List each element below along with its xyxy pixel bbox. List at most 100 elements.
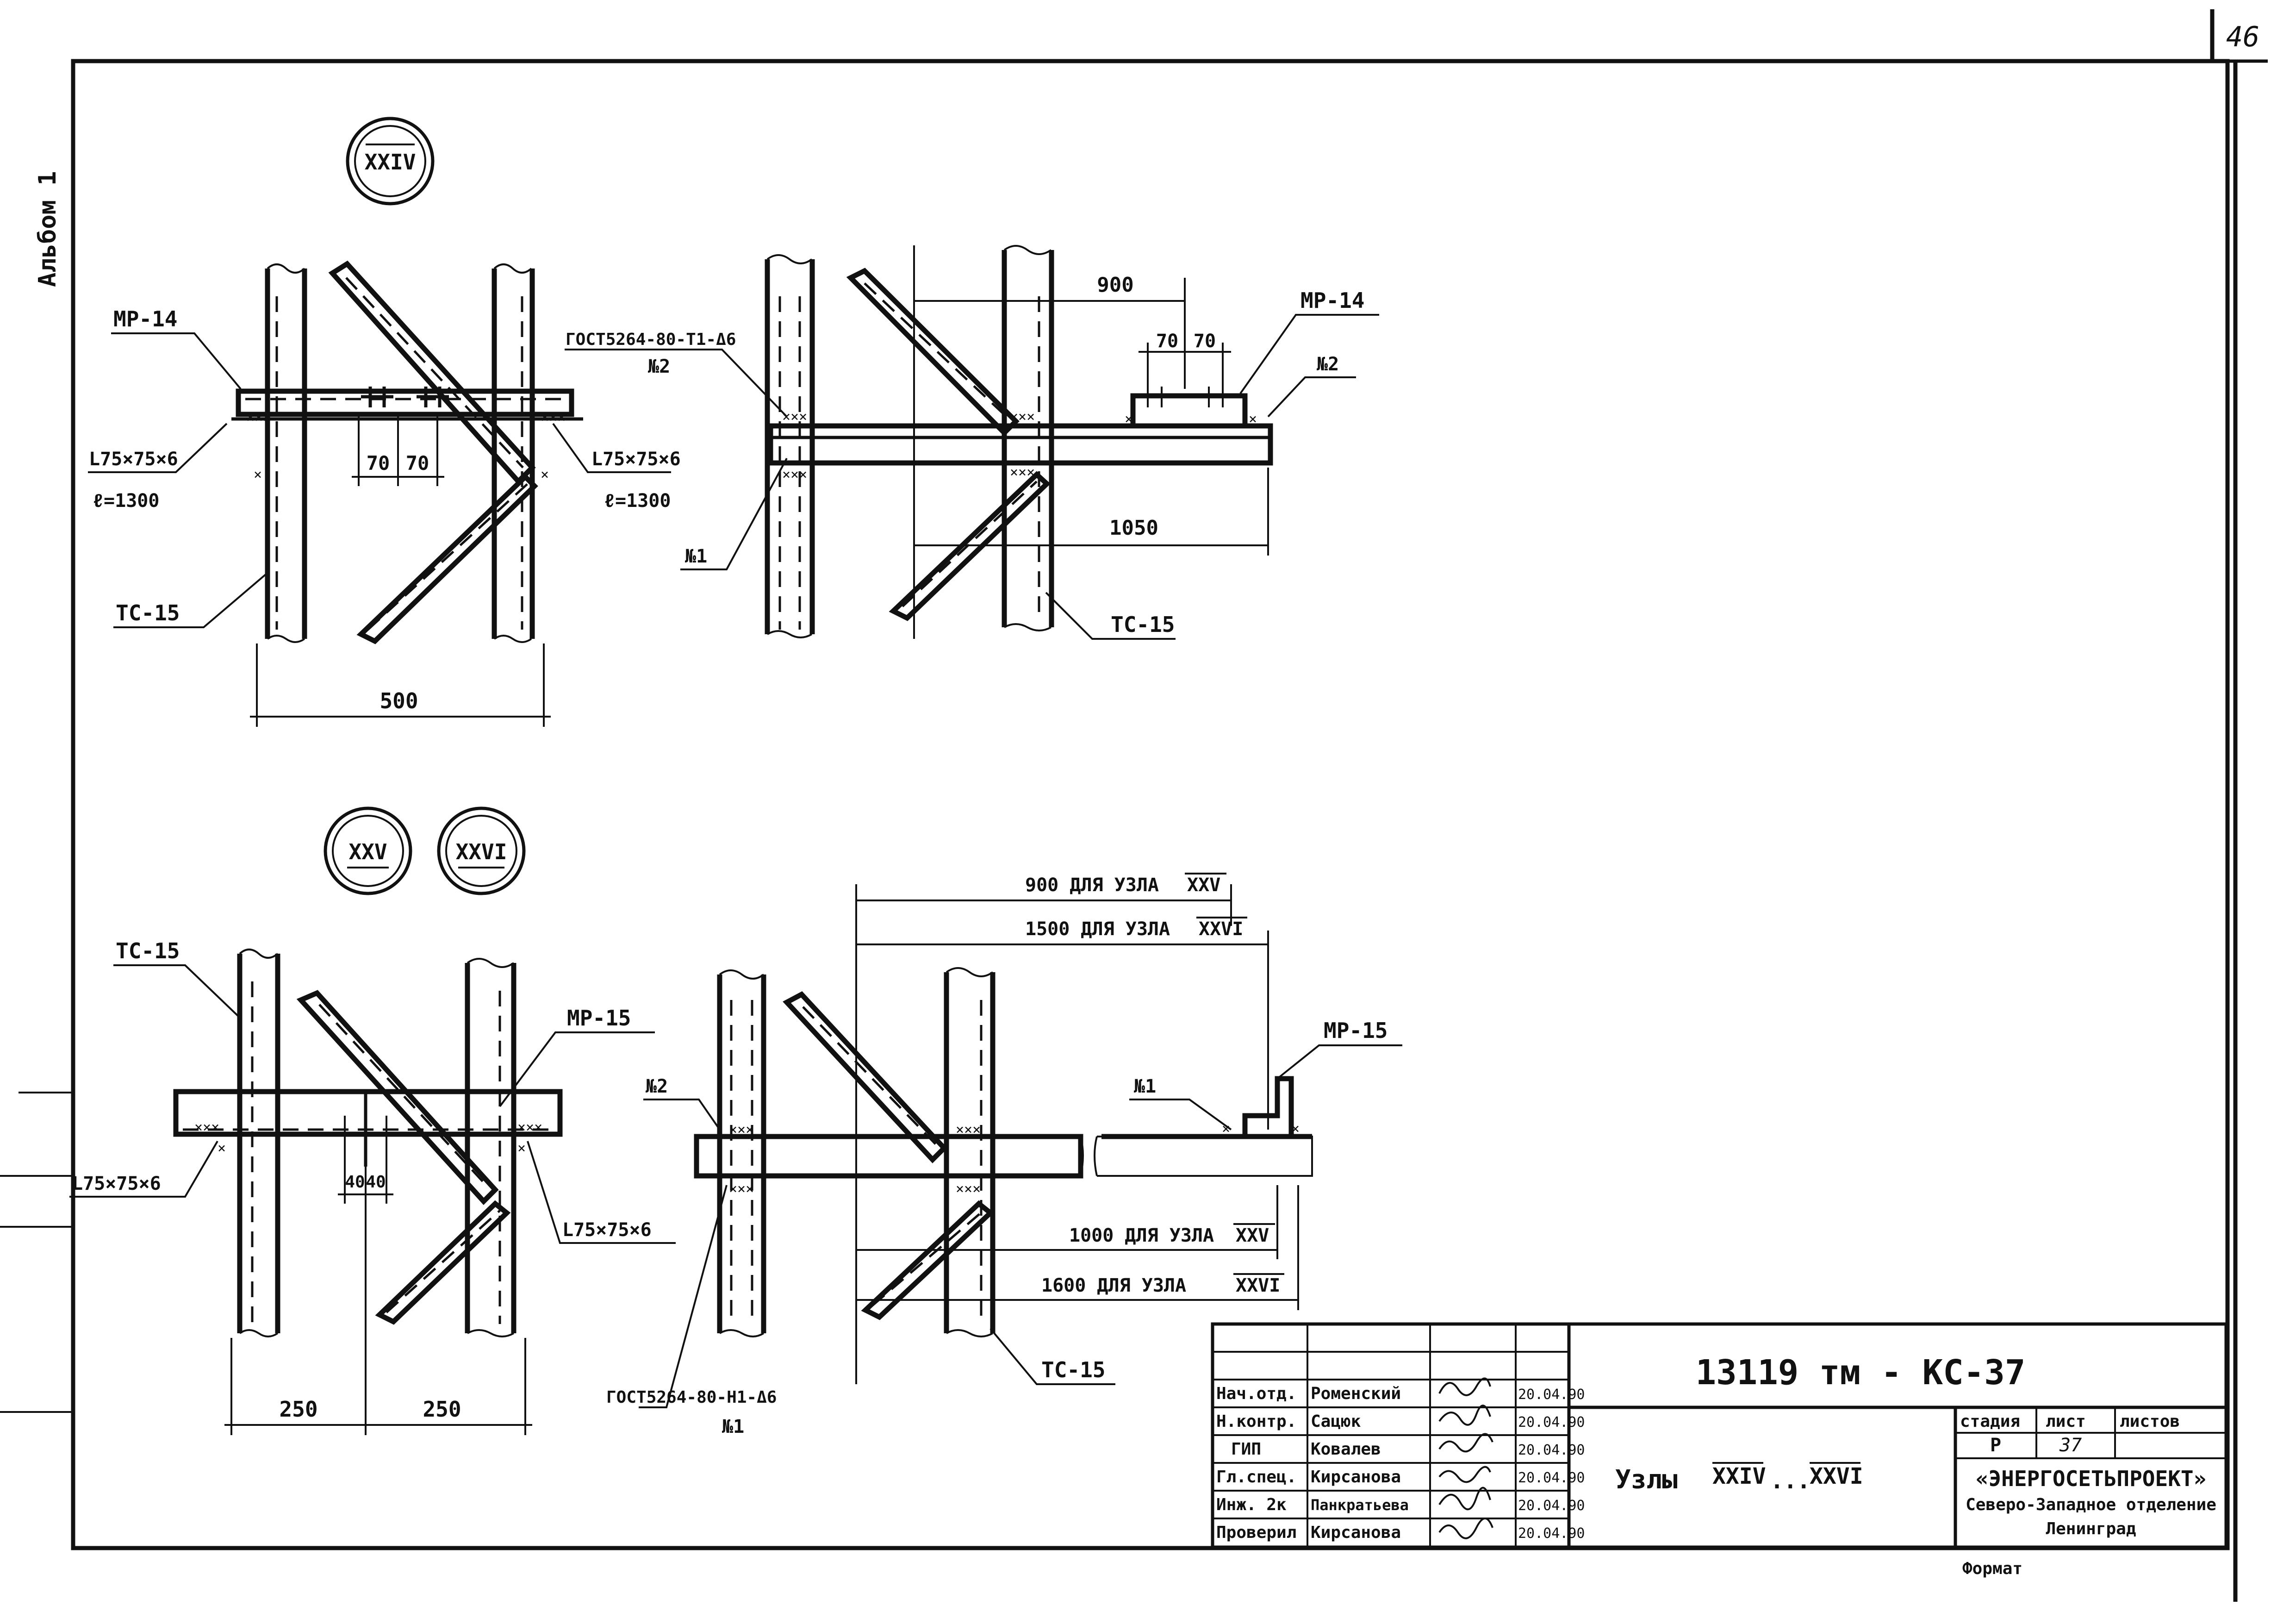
stage-value: Р: [1990, 1435, 2001, 1456]
svg-text:×: ×: [218, 1140, 226, 1156]
dim-70-c: 70: [1156, 331, 1178, 352]
org-name: «ЭНЕРГОСЕТЬПРОЕКТ»: [1976, 1466, 2207, 1491]
dim-40-b: 40: [366, 1173, 386, 1192]
tb-role-3: Гл.спец.: [1216, 1468, 1296, 1487]
dim-1000-node: XXV: [1236, 1225, 1269, 1246]
svg-text:×: ×: [517, 1140, 526, 1156]
title-to: XXVI: [1810, 1463, 1863, 1489]
tb-name-3: Кирсанова: [1311, 1468, 1401, 1487]
label-gost-top: ГОСТ5264-80-Т1-Δ6: [566, 330, 736, 349]
label-angle-bottom-left: L75×75×6: [72, 1173, 161, 1194]
label-tc15-right: ТС-15: [1111, 612, 1175, 637]
dim-1500-xxvi: 1500 ДЛЯ УЗЛА: [1025, 918, 1170, 940]
tb-role-1: Н.контр.: [1216, 1412, 1296, 1431]
tb-date-1: 20.04.90: [1518, 1414, 1585, 1430]
node-marker-xxiv: XXIV: [346, 117, 435, 206]
tb-name-0: Роменский: [1311, 1384, 1401, 1403]
node-marker-xxv: XXV: [324, 806, 412, 895]
label-n1-top: №1: [685, 546, 707, 567]
tb-date-3: 20.04.90: [1518, 1470, 1585, 1486]
label-mp15-right: МР-15: [1324, 1018, 1388, 1043]
label-angle-bottom-right: L75×75×6: [562, 1219, 652, 1241]
svg-text:×××: ×××: [1010, 409, 1035, 425]
tb-role-4: Инж. 2к: [1216, 1495, 1287, 1514]
title-sep: ...: [1770, 1468, 1811, 1494]
label-n2-top: №2: [648, 356, 670, 377]
svg-text:×××: ×××: [1010, 464, 1035, 481]
label-angle-left: L75×75×6: [89, 449, 178, 470]
dim-500: 500: [380, 688, 418, 713]
svg-text:×××: ×××: [956, 1122, 981, 1138]
label-n1-far: №1: [1134, 1076, 1156, 1097]
dim-250-b: 250: [423, 1397, 461, 1422]
svg-text:×: ×: [541, 467, 549, 483]
title-prefix: Узлы: [1615, 1465, 1678, 1495]
tb-name-1: Сацюк: [1311, 1412, 1361, 1431]
title-block-rows: Нач.отд. Роменский 20.04.90 Н.контр. Сац…: [1216, 1377, 1585, 1542]
org-city: Ленинград: [2046, 1519, 2136, 1538]
title-block: [1211, 1322, 2228, 1549]
tb-date-0: 20.04.90: [1518, 1387, 1585, 1403]
svg-text:×××: ×××: [729, 1122, 754, 1138]
label-tc15-left: ТС-15: [116, 600, 180, 625]
doc-code: 13119 тм - КС-37: [1696, 1353, 2026, 1393]
drawing-title: Узлы XXIV ... XXVI: [1615, 1462, 1863, 1495]
node-label-xxvi: XXVI: [456, 839, 507, 864]
label-len-right: ℓ=1300: [604, 490, 671, 512]
dim-900-top: 900: [1097, 273, 1133, 297]
album-label: Альбом 1: [34, 171, 62, 287]
svg-text:×××: ×××: [541, 410, 566, 426]
tb-role-0: Нач.отд.: [1216, 1384, 1296, 1403]
detail-xxiv-left: ××× ××× × × 70 70 500 МР-14 L75×75×6 ℓ=1…: [88, 260, 681, 727]
signatures: [1438, 1377, 1493, 1539]
label-len-left: ℓ=1300: [93, 490, 159, 512]
tb-name-2: Ковалев: [1311, 1440, 1381, 1459]
label-n2-bottom: №2: [646, 1076, 668, 1097]
tb-name-5: Кирсанова: [1311, 1523, 1401, 1542]
label-n1-bottom: №1: [722, 1416, 744, 1437]
dim-1500-node: XXVI: [1199, 918, 1243, 940]
dim-70-d: 70: [1194, 331, 1216, 352]
node-label-xxv: XXV: [348, 839, 387, 864]
dim-250-a: 250: [279, 1397, 317, 1422]
svg-text:×××: ×××: [517, 1119, 542, 1136]
sheet-frame: [0, 9, 2268, 1602]
tb-date-4: 20.04.90: [1518, 1498, 1585, 1514]
sheets-header: листов: [2120, 1412, 2180, 1431]
tb-name-4: Панкратьева: [1311, 1496, 1409, 1514]
label-angle-right: L75×75×6: [591, 449, 681, 470]
detail-xxv-left: ××× ××× × × 40 40 250 250 ТС-15 МР-15 L7…: [69, 938, 676, 1435]
svg-text:×: ×: [1291, 1121, 1300, 1137]
label-mp15-left: МР-15: [567, 1006, 631, 1031]
svg-text:×××: ×××: [246, 410, 271, 426]
sheet-header: лист: [2046, 1412, 2086, 1431]
svg-text:×××: ×××: [782, 467, 807, 483]
label-gost-bottom: ГОСТ5264-80-Н1-Δ6: [606, 1388, 777, 1407]
dim-1050: 1050: [1109, 516, 1158, 540]
title-from: XXIV: [1712, 1463, 1766, 1489]
page-number: 46: [2226, 21, 2259, 53]
detail-xxiv-right: × × ××× ××× ××× ××× 70 70 900 1050 ГОСТ5…: [565, 245, 1379, 640]
node-marker-xxvi: XXVI: [437, 806, 526, 895]
dim-40-a: 40: [345, 1173, 365, 1192]
dim-900-node: XXV: [1187, 874, 1220, 896]
dim-1600-node: XXVI: [1236, 1275, 1280, 1296]
format-label: Формат: [1962, 1559, 2022, 1578]
node-label-xxiv: XXIV: [365, 150, 416, 175]
detail-xxv-right: ××× ××× ××× ××× × × 900 ДЛЯ УЗЛА XXV 150…: [606, 873, 1402, 1437]
dim-70-a: 70: [367, 452, 390, 475]
label-mp14-right: МР-14: [1300, 288, 1364, 313]
dim-70-b: 70: [406, 452, 429, 475]
tb-role-2: ГИП: [1231, 1440, 1261, 1459]
sheet-value: 37: [2059, 1435, 2082, 1456]
svg-text:×××: ×××: [194, 1119, 219, 1136]
label-mp14-left: МР-14: [113, 306, 177, 331]
svg-text:×: ×: [254, 467, 262, 483]
svg-text:×××: ×××: [956, 1181, 981, 1197]
dim-1000-xxv: 1000 ДЛЯ УЗЛА: [1069, 1225, 1214, 1246]
label-tc15-bottom-right: ТС-15: [1041, 1357, 1105, 1382]
tb-date-5: 20.04.90: [1518, 1525, 1585, 1542]
svg-text:×××: ×××: [729, 1181, 754, 1197]
tb-date-2: 20.04.90: [1518, 1442, 1585, 1458]
